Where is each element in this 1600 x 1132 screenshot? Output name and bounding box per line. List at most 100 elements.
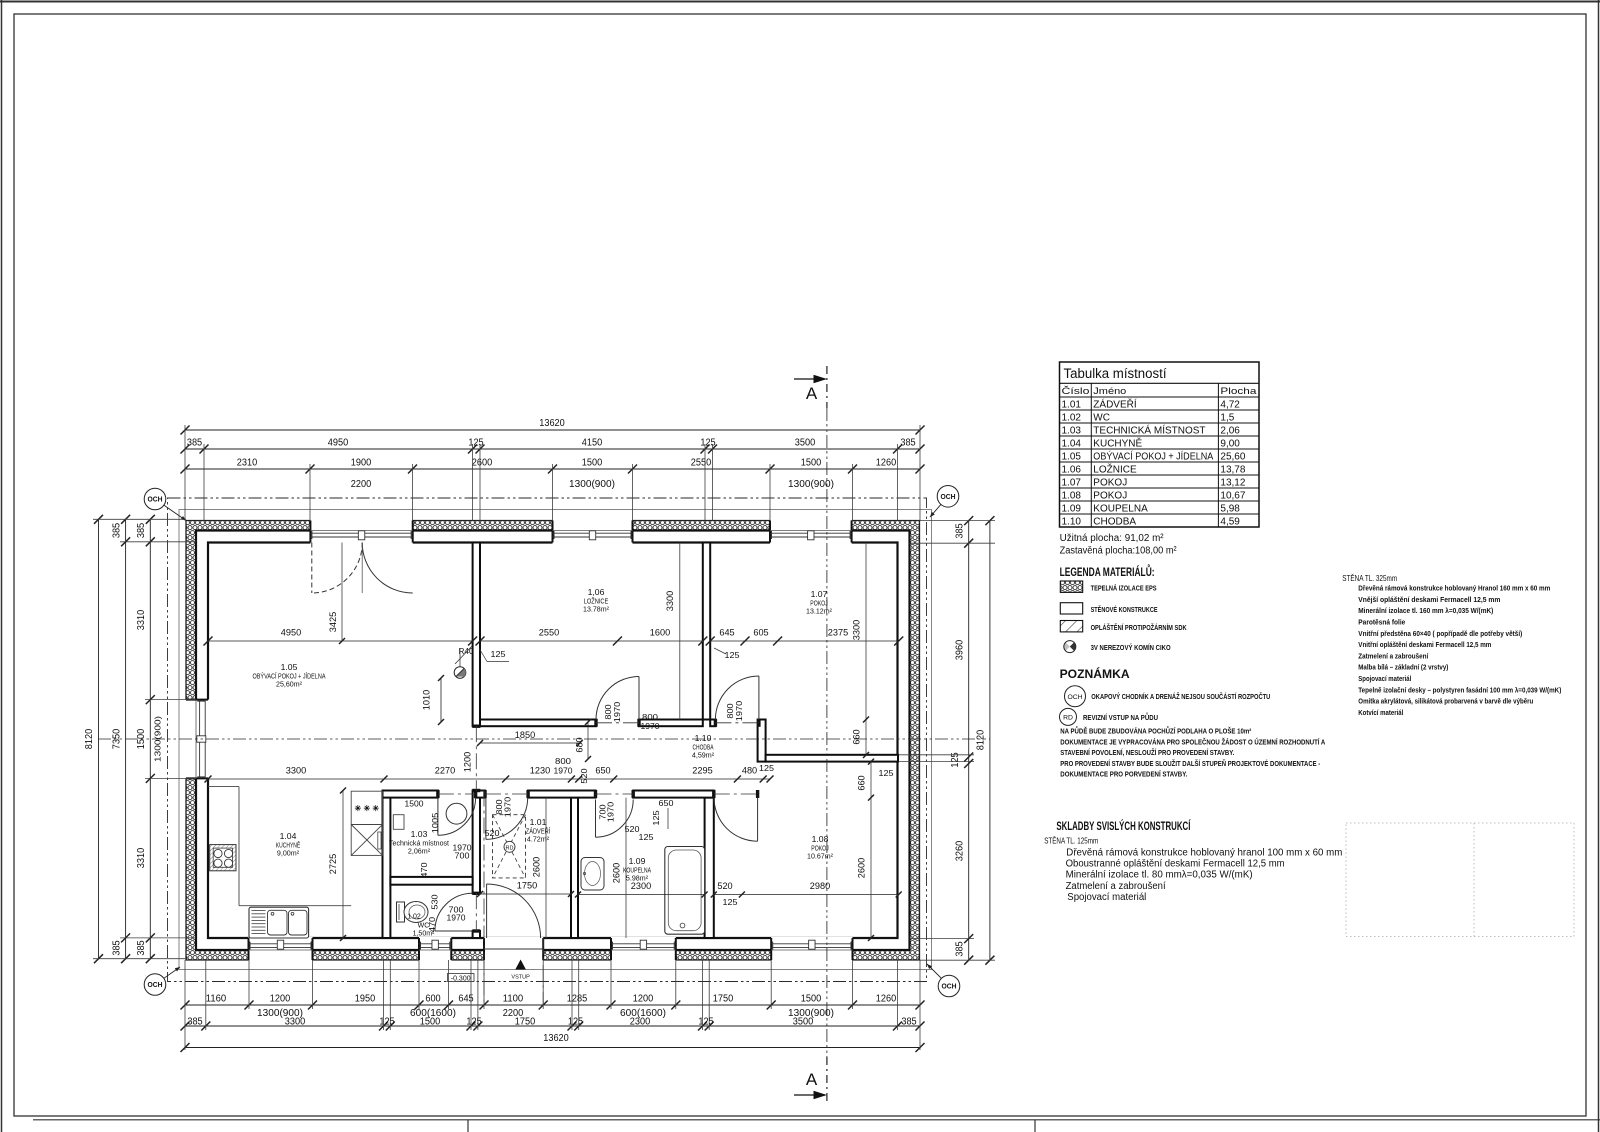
svg-text:1260: 1260 [876,458,897,469]
svg-text:POKOJ: POKOJ [1093,478,1127,489]
svg-text:Číslo: Číslo [1062,386,1090,397]
svg-text:LOŽNICE: LOŽNICE [1093,463,1137,476]
svg-text:520: 520 [717,881,732,892]
svg-text:650: 650 [595,766,610,777]
svg-text:1.07: 1.07 [811,589,828,599]
svg-text:SKLADBY SVISLÝCH KONSTRUKCÍ: SKLADBY SVISLÝCH KONSTRUKCÍ [1056,820,1191,833]
svg-text:125: 125 [466,1017,482,1028]
svg-text:4150: 4150 [582,438,603,449]
svg-text:Malba bílá – základní (2 vrstv: Malba bílá – základní (2 vrstvy) [1358,663,1449,672]
svg-text:LEGENDA MATERIÁLŮ:: LEGENDA MATERIÁLŮ: [1060,565,1155,579]
svg-text:3300: 3300 [285,1017,306,1028]
svg-text:385: 385 [112,940,123,956]
svg-text:13,12: 13,12 [1220,478,1245,489]
svg-text:700: 700 [449,906,465,915]
svg-text:Tepelně izolační desky – polys: Tepelně izolační desky – polystyren fasá… [1358,685,1562,694]
svg-text:1285: 1285 [567,994,588,1005]
svg-text:385: 385 [187,1017,203,1028]
svg-text:125: 125 [950,752,961,768]
svg-text:385: 385 [954,523,965,539]
svg-text:OCH: OCH [942,982,957,991]
svg-text:385: 385 [900,438,916,449]
svg-text:STĚNA TL. 325mm: STĚNA TL. 325mm [1342,573,1397,583]
svg-text:DOKUMENTACE JE VYPRACOVÁNA PRO: DOKUMENTACE JE VYPRACOVÁNA PRO SPOLEČNOU… [1060,737,1325,746]
svg-text:1500: 1500 [582,458,603,469]
svg-text:1005: 1005 [430,813,440,834]
svg-text:3310: 3310 [136,609,147,630]
svg-text:1.10: 1.10 [695,733,712,743]
svg-text:4.72m²: 4.72m² [527,837,550,844]
svg-text:125: 125 [639,833,655,842]
svg-text:2980: 2980 [810,881,830,892]
svg-text:645: 645 [458,994,474,1005]
svg-text:OBÝVACÍ POKOJ + JÍDELNA: OBÝVACÍ POKOJ + JÍDELNA [1093,450,1213,463]
svg-text:2,06: 2,06 [1220,426,1240,437]
svg-text:Dřevěná rámová konstrukce hobl: Dřevěná rámová konstrukce hoblovaný Hran… [1358,584,1550,593]
svg-text:1.09: 1.09 [1062,504,1082,515]
svg-text:OCH: OCH [148,495,163,504]
svg-text:1.08: 1.08 [812,834,829,844]
svg-text:POZNÁMKA: POZNÁMKA [1060,666,1130,681]
svg-text:1300(900): 1300(900) [153,716,163,762]
svg-text:5,98: 5,98 [1220,504,1240,515]
svg-text:TECHNICKÁ MÍSTNOST: TECHNICKÁ MÍSTNOST [1093,424,1205,437]
svg-text:2295: 2295 [692,766,712,777]
svg-text:1300(900): 1300(900) [788,479,834,490]
svg-text:OPLÁŠTĚNÍ PROTIPOŽÁRNÍM SDK: OPLÁŠTĚNÍ PROTIPOŽÁRNÍM SDK [1091,623,1187,632]
svg-text:5.98m²: 5.98m² [626,876,649,883]
svg-text:385: 385 [136,522,147,538]
svg-text:13620: 13620 [539,418,565,429]
svg-text:REVIZNÍ VSTUP NA PŮDU: REVIZNÍ VSTUP NA PŮDU [1083,712,1158,722]
svg-text:10,67: 10,67 [1220,491,1245,502]
svg-text:CHODBA: CHODBA [693,745,714,752]
svg-text:1500: 1500 [420,1017,441,1028]
svg-text:1970: 1970 [554,767,574,776]
svg-text:800: 800 [555,757,572,766]
svg-text:800: 800 [495,799,504,815]
svg-text:600: 600 [425,994,441,1005]
svg-text:9,00: 9,00 [1220,439,1240,450]
svg-text:1100: 1100 [503,994,524,1005]
svg-text:Minerální izolace tl. 80 mmλ=0: Minerální izolace tl. 80 mmλ=0,035 W/(mK… [1066,870,1253,881]
svg-text:125: 125 [759,764,775,773]
svg-text:125: 125 [700,438,716,449]
svg-text:KOUPELNA: KOUPELNA [1093,504,1148,515]
svg-text:OKAPOVÝ CHODNÍK A DRENÁŽ NEJSO: OKAPOVÝ CHODNÍK A DRENÁŽ NEJSOU SOUČÁSTÍ… [1091,692,1270,701]
svg-text:3310: 3310 [136,847,147,868]
svg-text:1750: 1750 [517,881,537,892]
svg-text:2600: 2600 [532,857,543,877]
svg-text:125: 125 [879,769,895,778]
svg-text:700: 700 [599,804,608,820]
svg-text:2300: 2300 [630,1017,651,1028]
svg-text:POKOJ: POKOJ [1093,491,1127,502]
svg-text:2600: 2600 [612,863,623,883]
svg-text:1.01: 1.01 [530,817,547,827]
svg-text:125: 125 [698,1017,714,1028]
svg-text:2550: 2550 [539,628,559,639]
svg-text:2300: 2300 [631,881,651,892]
svg-text:OCH: OCH [148,980,163,989]
svg-text:25,60: 25,60 [1220,452,1245,463]
svg-text:2600: 2600 [857,858,868,878]
svg-text:385: 385 [136,940,147,956]
svg-text:1970: 1970 [613,701,622,722]
svg-text:Omítka akrylátová, silikátová: Omítka akrylátová, silikátová probarvená… [1358,697,1533,706]
svg-text:520: 520 [579,768,589,784]
svg-text:STĚNA TL. 125mm: STĚNA TL. 125mm [1044,836,1098,846]
svg-text:2270: 2270 [435,766,455,777]
svg-text:1260: 1260 [876,994,897,1005]
svg-text:1230: 1230 [530,766,550,777]
svg-text:DOKUMENTACE PRO PORVEDENÍ STAV: DOKUMENTACE PRO PORVEDENÍ STAVBY. [1060,770,1187,779]
svg-text:1.03: 1.03 [1062,426,1082,437]
svg-text:385: 385 [187,438,203,449]
svg-text:OBÝVACÍ POKOJ + JÍDELNA: OBÝVACÍ POKOJ + JÍDELNA [253,672,326,681]
svg-text:7350: 7350 [112,728,123,749]
svg-text:125: 125 [652,810,661,826]
svg-text:3V NEREZOVÝ KOMÍN CIKO: 3V NEREZOVÝ KOMÍN CIKO [1091,643,1171,652]
svg-text:4950: 4950 [281,628,301,639]
svg-text:2,06m²: 2,06m² [408,849,431,856]
svg-text:Jméno: Jméno [1093,386,1126,397]
svg-text:8120: 8120 [976,729,987,750]
svg-text:1.05: 1.05 [1062,452,1082,463]
svg-text:520: 520 [625,825,641,834]
